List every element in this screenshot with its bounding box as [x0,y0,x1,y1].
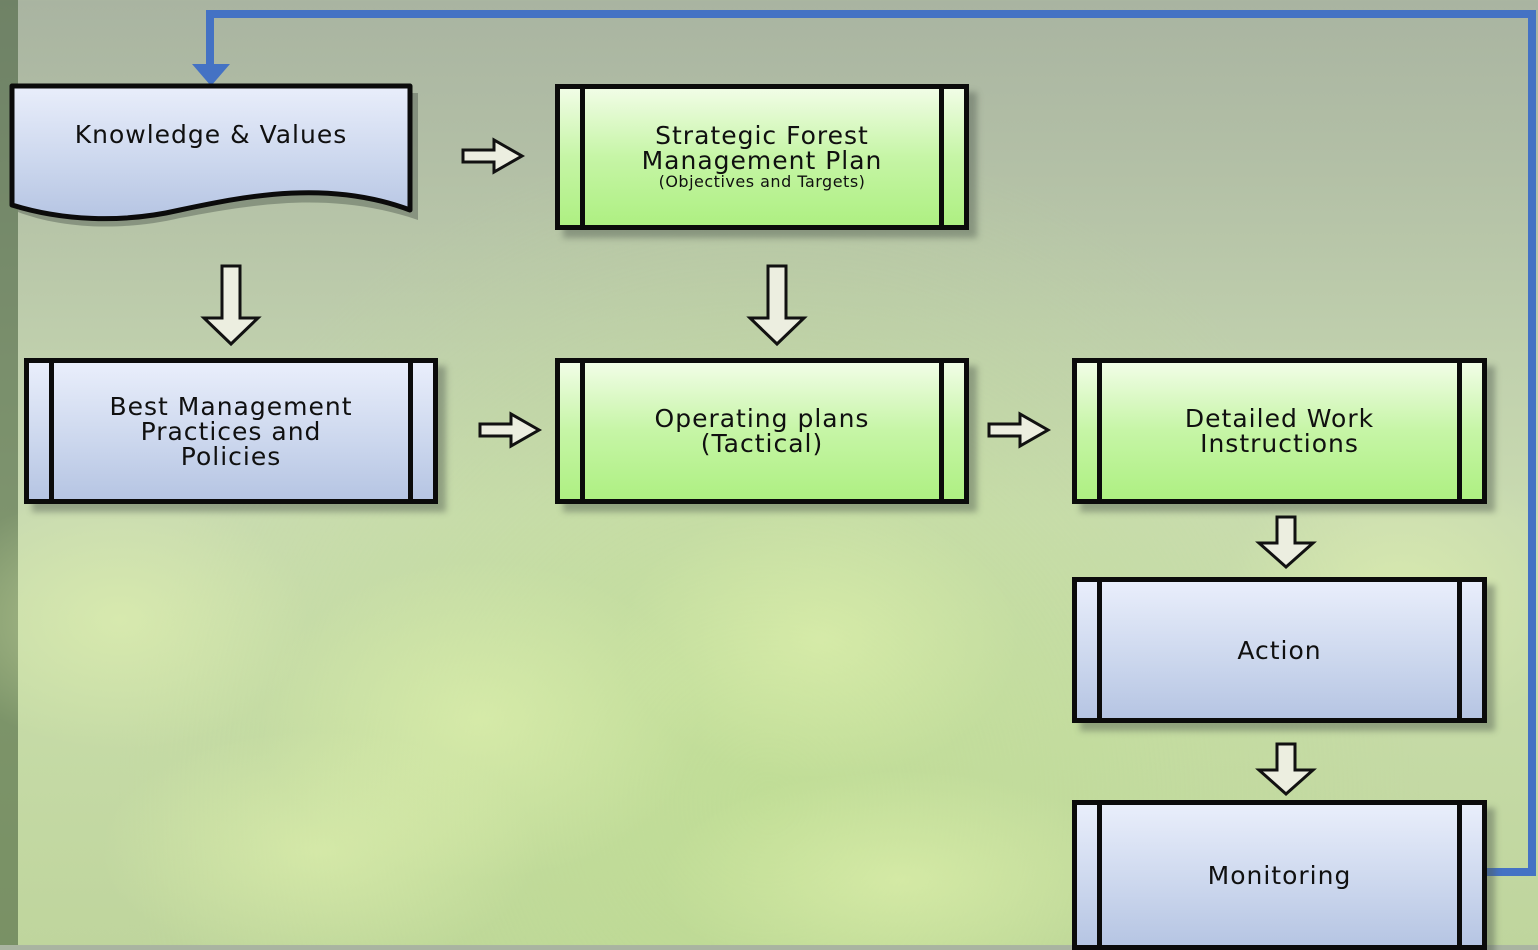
box-left-stripe [560,89,585,225]
detailed-work-instructions-box: Detailed Work Instructions [1072,358,1487,504]
monitoring-label: Monitoring [1207,860,1352,890]
arrow-operating-to-detailed [987,411,1052,449]
box-left-stripe [1077,363,1102,499]
box-right-stripe [939,363,964,499]
strategic-plan-sublabel: (Objectives and Targets) [658,172,866,191]
knowledge-document-shape [9,83,418,227]
strategic-plan-label: Strategic Forest Management Plan [641,121,883,175]
arrow-knowledge-to-bmp [200,264,262,347]
box-left-stripe [1077,582,1102,718]
action-box: Action [1072,577,1487,723]
knowledge-values-label: Knowledge & Values [74,120,348,149]
detailed-work-instructions-label: Detailed Work Instructions [1184,404,1375,458]
best-management-practices-label: Best Management Practices and Policies [109,391,353,471]
best-management-practices-box: Best Management Practices and Policies [24,358,438,504]
arrow-strategic-to-operating [746,264,808,347]
arrow-knowledge-to-strategic [461,137,526,175]
arrow-bmp-to-operating [478,411,543,449]
feedback-arrowhead [192,64,230,86]
arrow-detailed-to-action [1255,515,1317,570]
box-right-stripe [939,89,964,225]
box-right-stripe [1457,363,1482,499]
operating-plans-label: Operating plans (Tactical) [654,404,870,458]
action-label: Action [1237,635,1322,665]
box-right-stripe [1457,582,1482,718]
feedback-line [206,10,1536,876]
strategic-plan-box: Strategic Forest Management Plan (Object… [555,84,969,230]
box-right-stripe [1457,805,1482,945]
box-left-stripe [1077,805,1102,945]
box-left-stripe [560,363,585,499]
arrow-action-to-monitoring [1255,742,1317,797]
operating-plans-box: Operating plans (Tactical) [555,358,969,504]
monitoring-box: Monitoring [1072,800,1487,950]
box-right-stripe [408,363,433,499]
box-left-stripe [29,363,54,499]
